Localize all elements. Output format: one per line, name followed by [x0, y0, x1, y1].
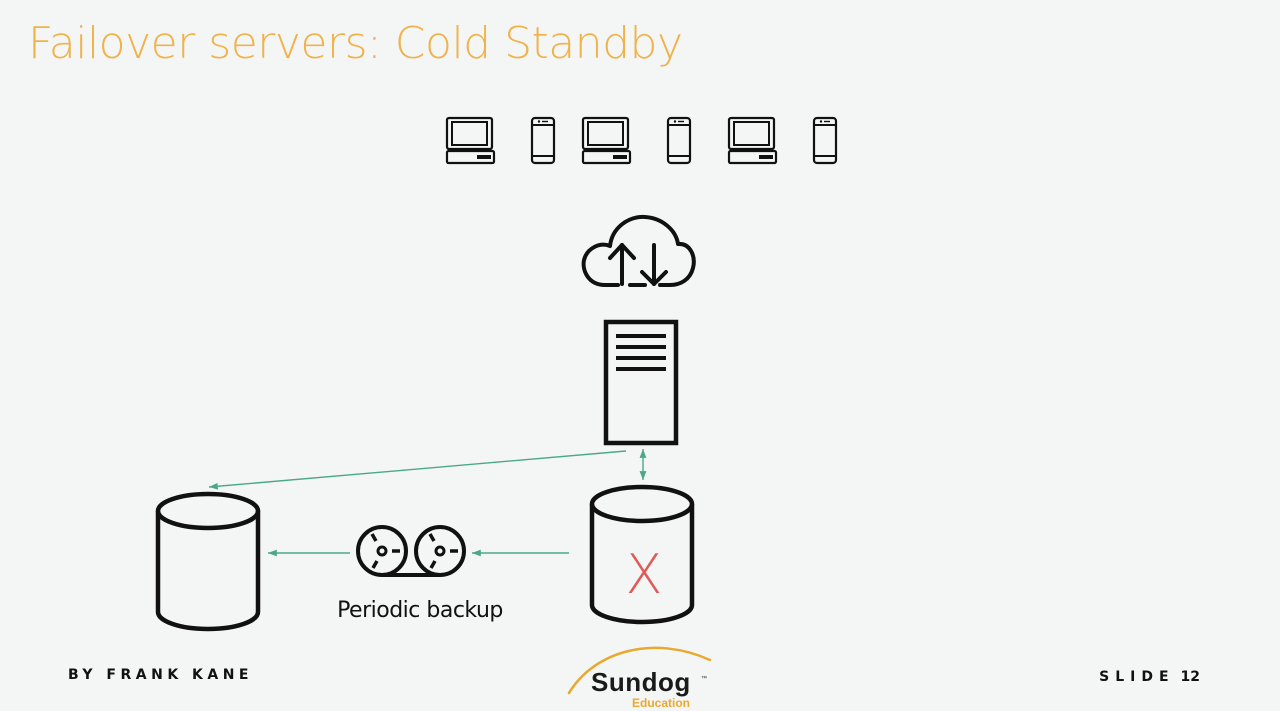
slide-label: SLIDE: [1099, 669, 1175, 685]
logo-name: Sundog: [591, 667, 691, 697]
slide-number: 12: [1180, 669, 1200, 685]
server-tower-icon: [603, 319, 679, 446]
slide-title: Failover servers: Cold Standby: [28, 18, 683, 69]
client-devices: [445, 116, 838, 165]
phone-icon: [812, 116, 838, 165]
slide-number-block: SLIDE 12: [1099, 669, 1200, 685]
failure-x-mark: X: [626, 543, 663, 606]
connection-arrows: [208, 449, 647, 557]
backup-caption: Periodic backup: [337, 598, 503, 623]
laptop-icon: [581, 116, 632, 165]
logo-swoosh: [567, 646, 712, 695]
server-to-standby-arrow: [208, 450, 627, 490]
laptop-icon: [727, 116, 778, 165]
author-byline: BY FRANK KANE: [68, 667, 253, 683]
logo-subtitle: Education: [632, 696, 691, 710]
tape-reel-icon: [356, 525, 466, 577]
laptop-icon: [445, 116, 496, 165]
phone-icon: [666, 116, 692, 165]
phone-icon: [530, 116, 556, 165]
standby-database-icon: [158, 494, 258, 629]
cloud-sync-icon: [581, 214, 696, 287]
logo-trademark: ™: [701, 676, 707, 682]
